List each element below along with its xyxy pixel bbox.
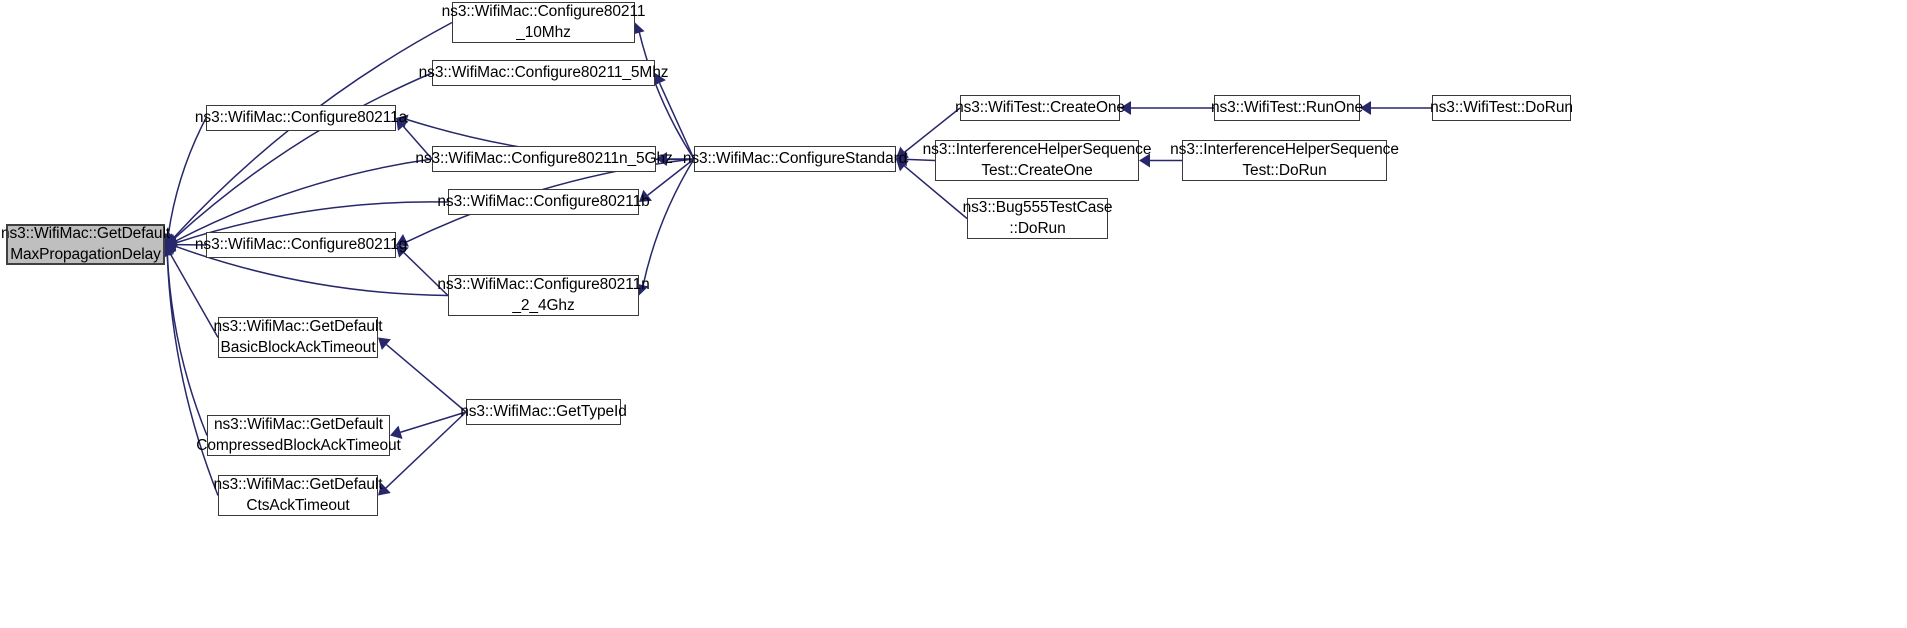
graph-edge-gettypeid-to-basicblockack — [385, 344, 467, 413]
graph-edge-configurestandard-to-cfg80211n_2_4ghz — [642, 158, 695, 286]
graph-edge-gettypeid-to-compressedblockack — [400, 411, 467, 433]
node-label: ns3::WifiMac::Configure80211a — [194, 108, 408, 126]
node-label: ns3::WifiMac::GetDefault BasicBlockAckTi… — [213, 318, 383, 356]
graph-node-ihs_createone[interactable]: ns3::InterferenceHelperSequence Test::Cr… — [923, 140, 1151, 181]
node-label: ns3::WifiMac::ConfigureStandard — [682, 149, 908, 167]
graph-node-cfg80211n_5ghz[interactable]: ns3::WifiMac::Configure80211n_5Ghz — [415, 146, 673, 172]
node-label: ns3::WifiMac::Configure80211n _2_4Ghz — [437, 276, 650, 314]
graph-edge-cfg80211a-to-root — [167, 117, 207, 235]
graph-edge-cfg80211n_5ghz-to-root — [175, 158, 433, 242]
graph-node-cfg80211_5mhz[interactable]: ns3::WifiMac::Configure80211_5Mhz — [419, 60, 668, 86]
graph-edge-configurestandard-to-cfg80211_10mhz — [638, 32, 695, 160]
node-label: ns3::WifiMac::GetDefault MaxPropagationD… — [0, 225, 171, 263]
node-label: ns3::WifiMac::Configure80211g — [194, 235, 408, 253]
node-label: ns3::WifiMac::Configure80211b — [437, 192, 650, 210]
graph-node-cfg80211n_2_4ghz[interactable]: ns3::WifiMac::Configure80211n _2_4Ghz — [437, 275, 650, 316]
graph-node-cfg80211b[interactable]: ns3::WifiMac::Configure80211b — [437, 189, 650, 215]
node-label: ns3::WifiMac::Configure80211 _10Mhz — [441, 3, 646, 41]
graph-edge-cfg80211_5mhz-to-root — [173, 72, 433, 240]
node-label: ns3::WifiMac::GetTypeId — [460, 402, 627, 420]
graph-node-root[interactable]: ns3::WifiMac::GetDefault MaxPropagationD… — [1, 224, 170, 265]
node-label: ns3::WifiTest::CreateOne — [955, 98, 1125, 116]
graph-node-ihs_dorun[interactable]: ns3::InterferenceHelperSequence Test::Do… — [1170, 140, 1399, 181]
graph-node-cfg80211a[interactable]: ns3::WifiMac::Configure80211a — [195, 105, 407, 131]
graph-node-cfg80211_10mhz[interactable]: ns3::WifiMac::Configure80211 _10Mhz — [442, 2, 645, 43]
graph-node-ctsack[interactable]: ns3::WifiMac::GetDefault CtsAckTimeout — [213, 475, 383, 516]
node-label: ns3::WifiMac::GetDefault CtsAckTimeout — [213, 476, 383, 514]
node-label: ns3::WifiMac::Configure80211_5Mhz — [418, 63, 669, 81]
node-label: ns3::WifiMac::GetDefault CompressedBlock… — [196, 416, 401, 454]
graph-edge-compressedblockack-to-root — [166, 255, 208, 436]
graph-node-wifitest_createone[interactable]: ns3::WifiTest::CreateOne — [955, 95, 1125, 121]
graph-edge-ctsack-to-root — [166, 255, 219, 496]
node-label: ns3::WifiTest::RunOne — [1210, 98, 1364, 116]
node-label: ns3::Bug555TestCase ::DoRun — [962, 199, 1113, 237]
node-label: ns3::InterferenceHelperSequence Test::Cr… — [922, 141, 1152, 179]
node-label: ns3::WifiMac::Configure80211n_5Ghz — [415, 149, 673, 167]
graph-edge-basicblockack-to-root — [169, 253, 219, 338]
graph-edge-configurestandard-to-cfg80211_5mhz — [658, 82, 695, 160]
graph-node-bug555_dorun[interactable]: ns3::Bug555TestCase ::DoRun — [963, 198, 1112, 239]
graph-node-basicblockack[interactable]: ns3::WifiMac::GetDefault BasicBlockAckTi… — [213, 317, 383, 358]
graph-node-gettypeid[interactable]: ns3::WifiMac::GetTypeId — [460, 399, 627, 425]
graph-node-compressedblockack[interactable]: ns3::WifiMac::GetDefault CompressedBlock… — [196, 415, 401, 456]
graph-node-cfg80211g[interactable]: ns3::WifiMac::Configure80211g — [195, 232, 407, 258]
node-label: ns3::WifiTest::DoRun — [1430, 98, 1573, 116]
graph-node-wifitest_runone[interactable]: ns3::WifiTest::RunOne — [1210, 95, 1364, 121]
graph-node-wifitest_dorun[interactable]: ns3::WifiTest::DoRun — [1430, 95, 1573, 121]
graph-node-configurestandard[interactable]: ns3::WifiMac::ConfigureStandard — [683, 146, 907, 172]
node-label: ns3::InterferenceHelperSequence Test::Do… — [1170, 141, 1399, 179]
